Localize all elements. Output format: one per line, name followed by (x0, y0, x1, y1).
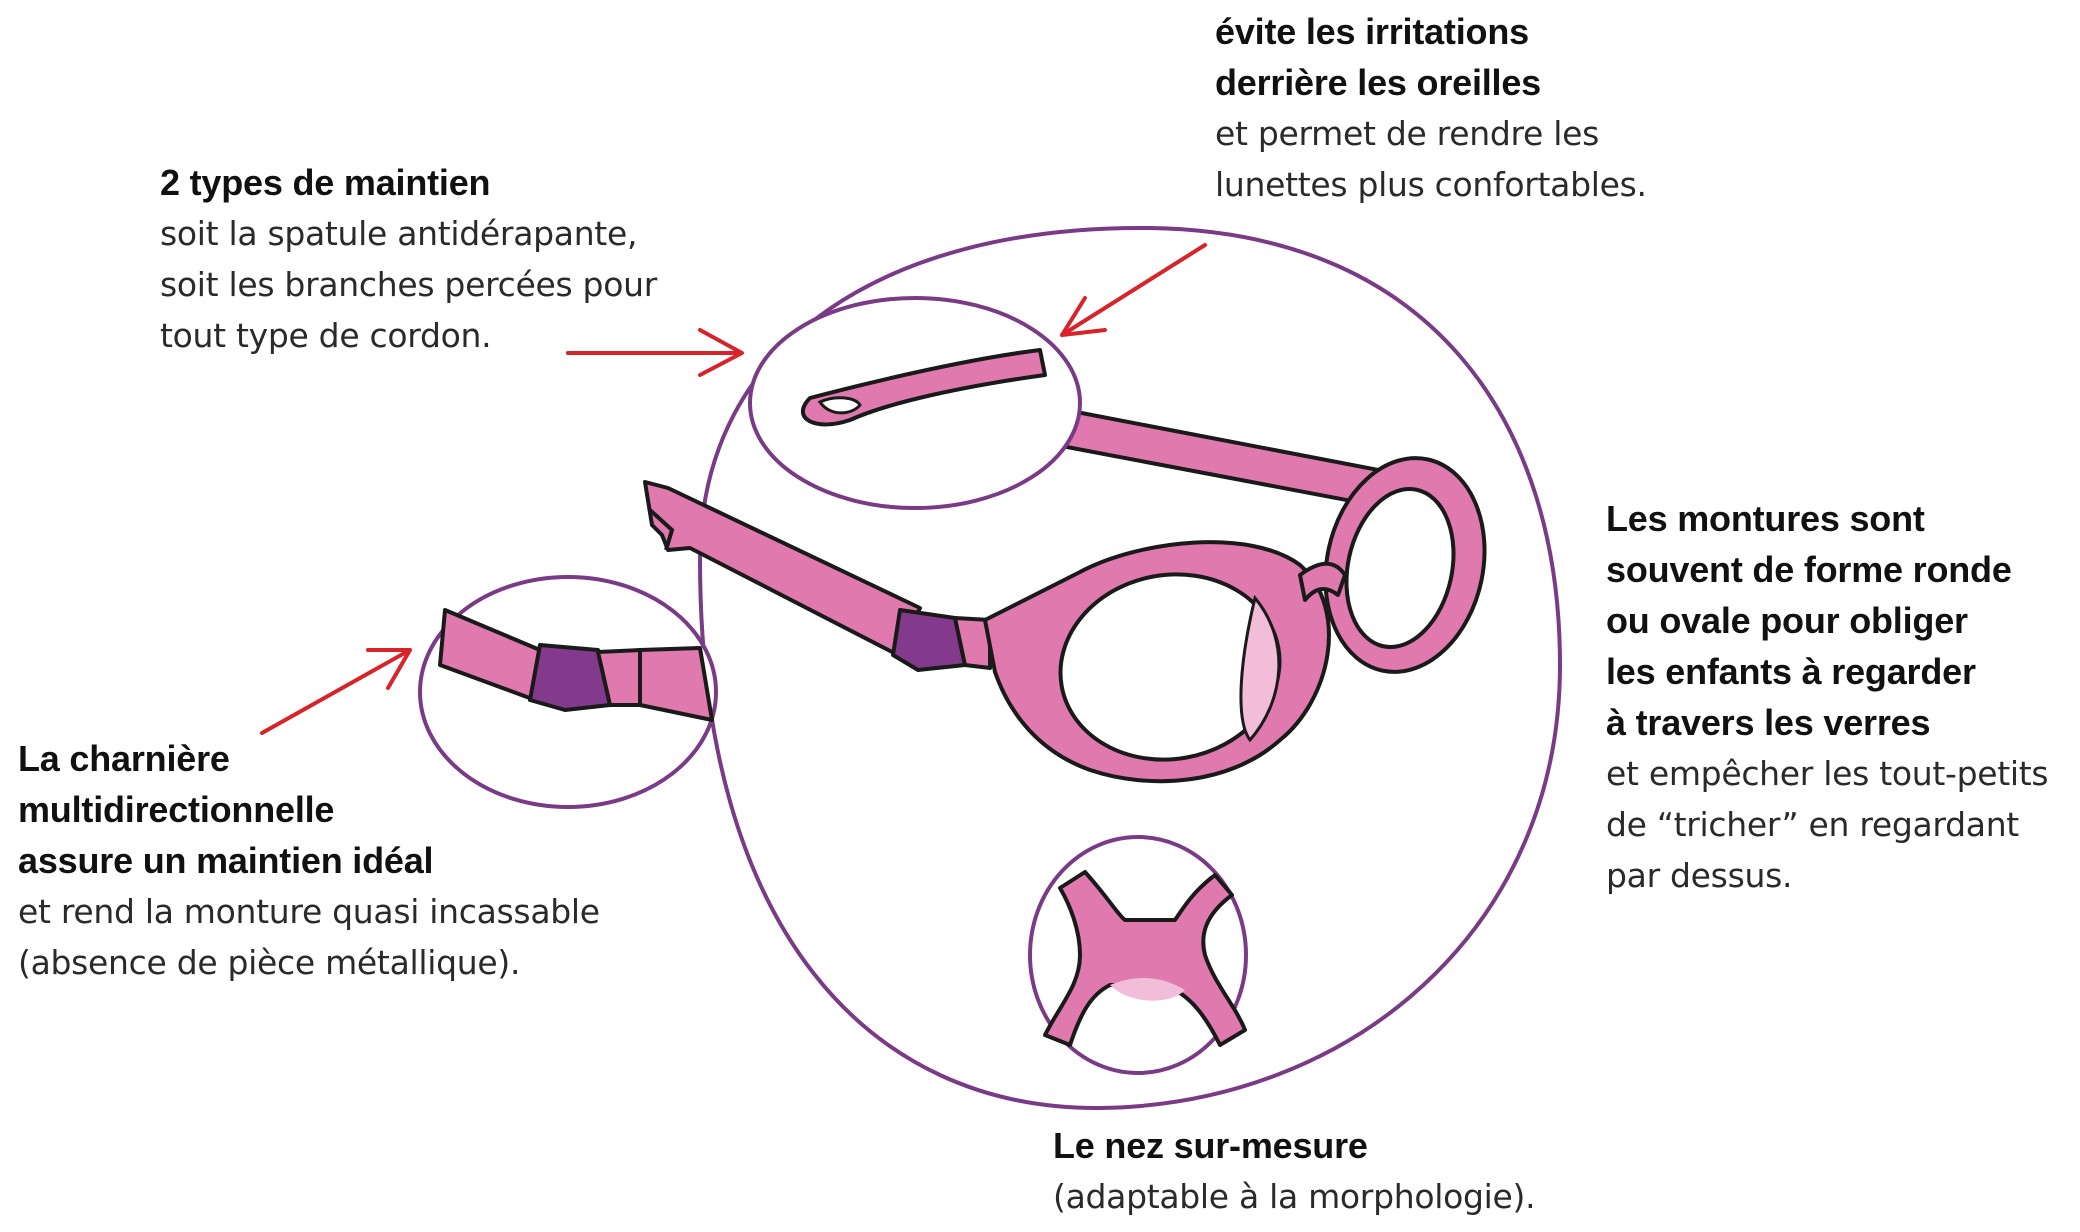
main-circle (697, 225, 1563, 1111)
front-temple (643, 480, 922, 657)
body-line: soit la spatule antidérapante, (160, 214, 638, 253)
bridge (1298, 561, 1347, 602)
back-lens (1323, 456, 1487, 674)
heading-line: La charnière (18, 738, 230, 779)
heading-line: assure un maintien idéal (18, 840, 434, 881)
zoom-nose (1028, 835, 1248, 1075)
body-line: de “tricher” en regardant (1606, 805, 2019, 844)
body-line: et rend la monture quasi incassable (18, 892, 600, 931)
callout-montures: Les montures sont souvent de forme ronde… (1606, 493, 2049, 901)
heading-line: derrière les oreilles (1215, 62, 1542, 103)
heading-line: Les montures sont (1606, 498, 1925, 539)
arrow-charniere (260, 648, 412, 735)
body-line: tout type de cordon. (160, 316, 492, 355)
body-line: (absence de pièce métallique). (18, 943, 521, 982)
callout-maintien: 2 types de maintien soit la spatule anti… (160, 157, 657, 361)
callout-irritations: évite les irritations derrière les oreil… (1215, 6, 1647, 210)
front-hinge (891, 608, 992, 672)
arrows (260, 243, 1207, 735)
heading-line: les enfants à regarder (1606, 651, 1976, 692)
heading-line: Le nez sur-mesure (1053, 1125, 1368, 1166)
heading-line: évite les irritations (1215, 11, 1529, 52)
heading-line: multidirectionnelle (18, 789, 335, 830)
body-line: soit les branches percées pour (160, 265, 657, 304)
arrow-maintien (566, 328, 744, 377)
arrow-irritations (1060, 243, 1207, 337)
callout-charniere: La charnière multidirectionnelle assure … (18, 733, 600, 988)
heading-line: à travers les verres (1606, 702, 1931, 743)
zoom-temple-tip (748, 296, 1082, 510)
front-lens (983, 540, 1331, 784)
body-line: et empêcher les tout-petits (1606, 754, 2049, 793)
callout-nez: Le nez sur-mesure (adaptable à la morpho… (1053, 1120, 1536, 1222)
body-line: (adaptable à la morphologie). (1053, 1177, 1536, 1216)
zoom-hinge (418, 575, 718, 809)
heading-line: ou ovale pour obliger (1606, 600, 1968, 641)
body-line: et permet de rendre les (1215, 114, 1599, 153)
body-line: par dessus. (1606, 856, 1793, 895)
heading-line: 2 types de maintien (160, 162, 491, 203)
body-line: lunettes plus confortables. (1215, 165, 1647, 204)
heading-line: souvent de forme ronde (1606, 549, 2012, 590)
